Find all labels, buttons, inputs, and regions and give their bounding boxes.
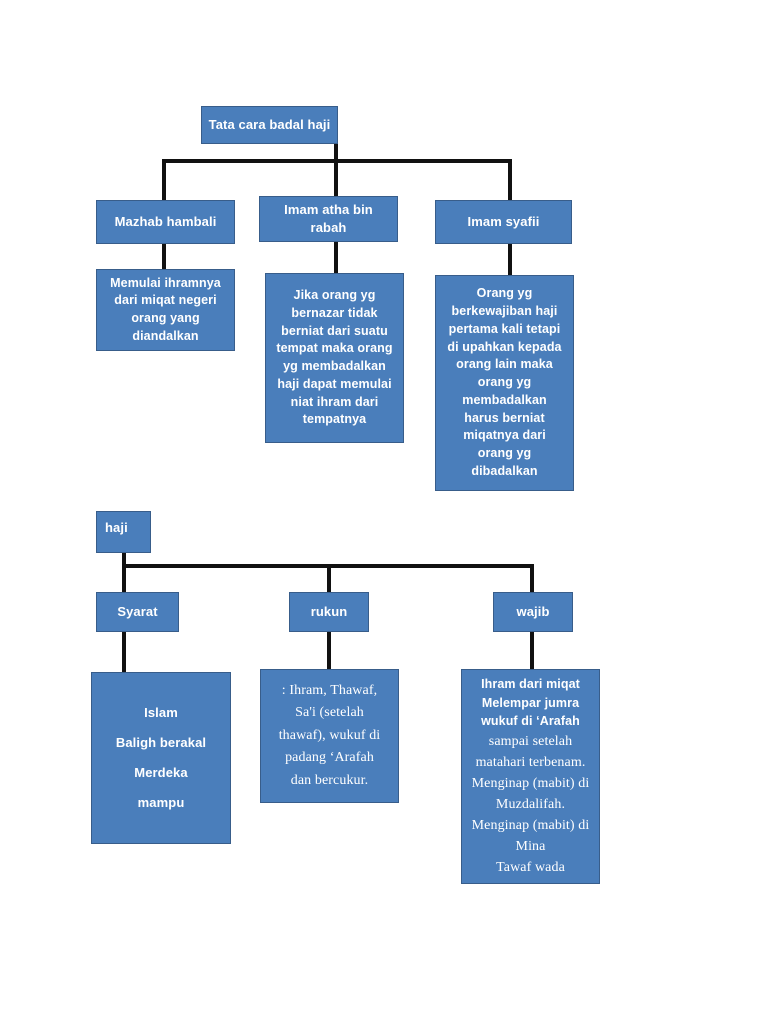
- detail-line: Orang yg: [476, 286, 533, 301]
- node-imam-syafii[interactable]: Imam syafii: [435, 200, 572, 244]
- node-label-line-2: rabah: [310, 220, 347, 235]
- node-detail-syarat[interactable]: Islam Baligh berakal Merdeka mampu: [91, 672, 231, 844]
- node-detail-mazhab-hambali[interactable]: Memulai ihramnya dari miqat negeri orang…: [96, 269, 235, 351]
- node-label: haji: [105, 520, 128, 535]
- detail-line: Islam: [144, 705, 178, 721]
- connector-stem-syarat-detail: [122, 631, 126, 672]
- detail-tail: Tawaf wada: [496, 860, 565, 876]
- detail-line: berniat dari suatu: [281, 323, 388, 338]
- detail-line: Merdeka: [134, 765, 188, 780]
- connector-drop-syarat: [122, 564, 126, 592]
- node-label: Syarat: [117, 603, 158, 619]
- detail-line: tempatnya: [302, 412, 367, 427]
- connector-root-stem-1: [334, 143, 338, 162]
- node-label: rukun: [310, 603, 348, 619]
- node-syarat[interactable]: Syarat: [96, 592, 179, 632]
- connector-stem-wajib-detail: [530, 631, 534, 669]
- detail-line: haji dapat memulai: [277, 376, 392, 391]
- connector-root-stem-2: [122, 553, 126, 567]
- connector-drop-imam-atha-bin-rabah: [334, 159, 338, 196]
- node-detail-imam-syafii[interactable]: Orang yg berkewajiban haji pertama kali …: [435, 275, 574, 491]
- connector-drop-imam-syafii: [508, 159, 512, 200]
- detail-line: sampai setelah: [488, 734, 573, 750]
- connector-drop-rukun: [327, 564, 331, 592]
- detail-line: yg membadalkan: [283, 359, 386, 373]
- detail-line: Mina: [515, 839, 546, 855]
- detail-line: dari miqat negeri: [114, 293, 217, 308]
- detail-line: orang yang: [131, 311, 200, 325]
- detail-line: orang yg: [477, 375, 532, 390]
- connector-stem-imam-syafii-detail: [508, 243, 512, 275]
- connector-drop-mazhab-hambali: [162, 159, 166, 200]
- detail-line: Jika orang yg: [293, 288, 376, 302]
- connector-stem-rukun-detail: [327, 631, 331, 669]
- node-wajib[interactable]: wajib: [493, 592, 573, 632]
- detail-line: berkewajiban haji: [451, 304, 558, 319]
- node-label-line-1: Imam atha bin: [284, 201, 373, 217]
- detail-line: Menginap (mabit) di: [471, 818, 590, 834]
- detail-line: wukuf di ‘Arafah: [481, 714, 580, 729]
- detail-line: niat ihram dari: [290, 394, 379, 409]
- detail-line: Memulai ihramnya: [110, 275, 221, 290]
- node-mazhab-hambali[interactable]: Mazhab hambali: [96, 200, 235, 244]
- node-detail-rukun[interactable]: : Ihram, Thawaf, Sa'i (setelah thawaf), …: [260, 669, 399, 803]
- node-label: Imam syafii: [467, 213, 540, 229]
- detail-line: di upahkan kepada: [447, 339, 562, 354]
- detail-line: harus berniat: [464, 410, 545, 425]
- node-label: Tata cara badal haji: [208, 116, 331, 132]
- detail-line: thawaf), wukuf di: [278, 727, 381, 743]
- node-label: Mazhab hambali: [114, 213, 217, 229]
- node-haji[interactable]: haji: [96, 511, 151, 553]
- detail-line: Baligh berakal: [115, 735, 207, 751]
- detail-line: bernazar tidak: [291, 305, 378, 320]
- detail-line: Muzdalifah.: [495, 797, 566, 813]
- detail-line: membadalkan: [462, 392, 547, 407]
- detail-line: Sa'i (setelah: [295, 705, 364, 721]
- node-detail-imam-atha-bin-rabah[interactable]: Jika orang yg bernazar tidak berniat dar…: [265, 273, 404, 443]
- detail-line: pertama kali tetapi: [448, 321, 561, 336]
- detail-line: miqatnya dari: [463, 428, 546, 443]
- detail-line: matahari terbenam.: [475, 755, 586, 771]
- connector-drop-wajib: [530, 564, 534, 592]
- detail-line: orang lain maka: [456, 357, 553, 372]
- detail-heading: Ihram dari miqat: [481, 676, 580, 691]
- node-rukun[interactable]: rukun: [289, 592, 369, 632]
- detail-line: : Ihram, Thawaf,: [281, 683, 378, 699]
- connector-stem-mazhab-hambali-detail: [162, 243, 166, 269]
- detail-line: orang yg: [477, 446, 532, 461]
- detail-line: dan bercukur.: [290, 772, 369, 788]
- detail-line: diandalkan: [132, 328, 199, 343]
- connector-stem-imam-atha-detail: [334, 241, 338, 273]
- detail-line: mampu: [137, 794, 185, 810]
- detail-line: Melempar jumra: [481, 695, 580, 710]
- node-imam-atha-bin-rabah[interactable]: Imam atha bin rabah: [259, 196, 398, 242]
- detail-line: Menginap (mabit) di: [471, 776, 590, 792]
- node-label: wajib: [516, 603, 550, 619]
- detail-line: tempat maka orang: [276, 341, 393, 356]
- node-tata-cara-badal-haji[interactable]: Tata cara badal haji: [201, 106, 338, 144]
- node-detail-wajib[interactable]: Ihram dari miqat Melempar jumra wukuf di…: [461, 669, 600, 884]
- detail-line: padang ‘Arafah: [285, 750, 374, 766]
- detail-line: dibadalkan: [471, 463, 538, 478]
